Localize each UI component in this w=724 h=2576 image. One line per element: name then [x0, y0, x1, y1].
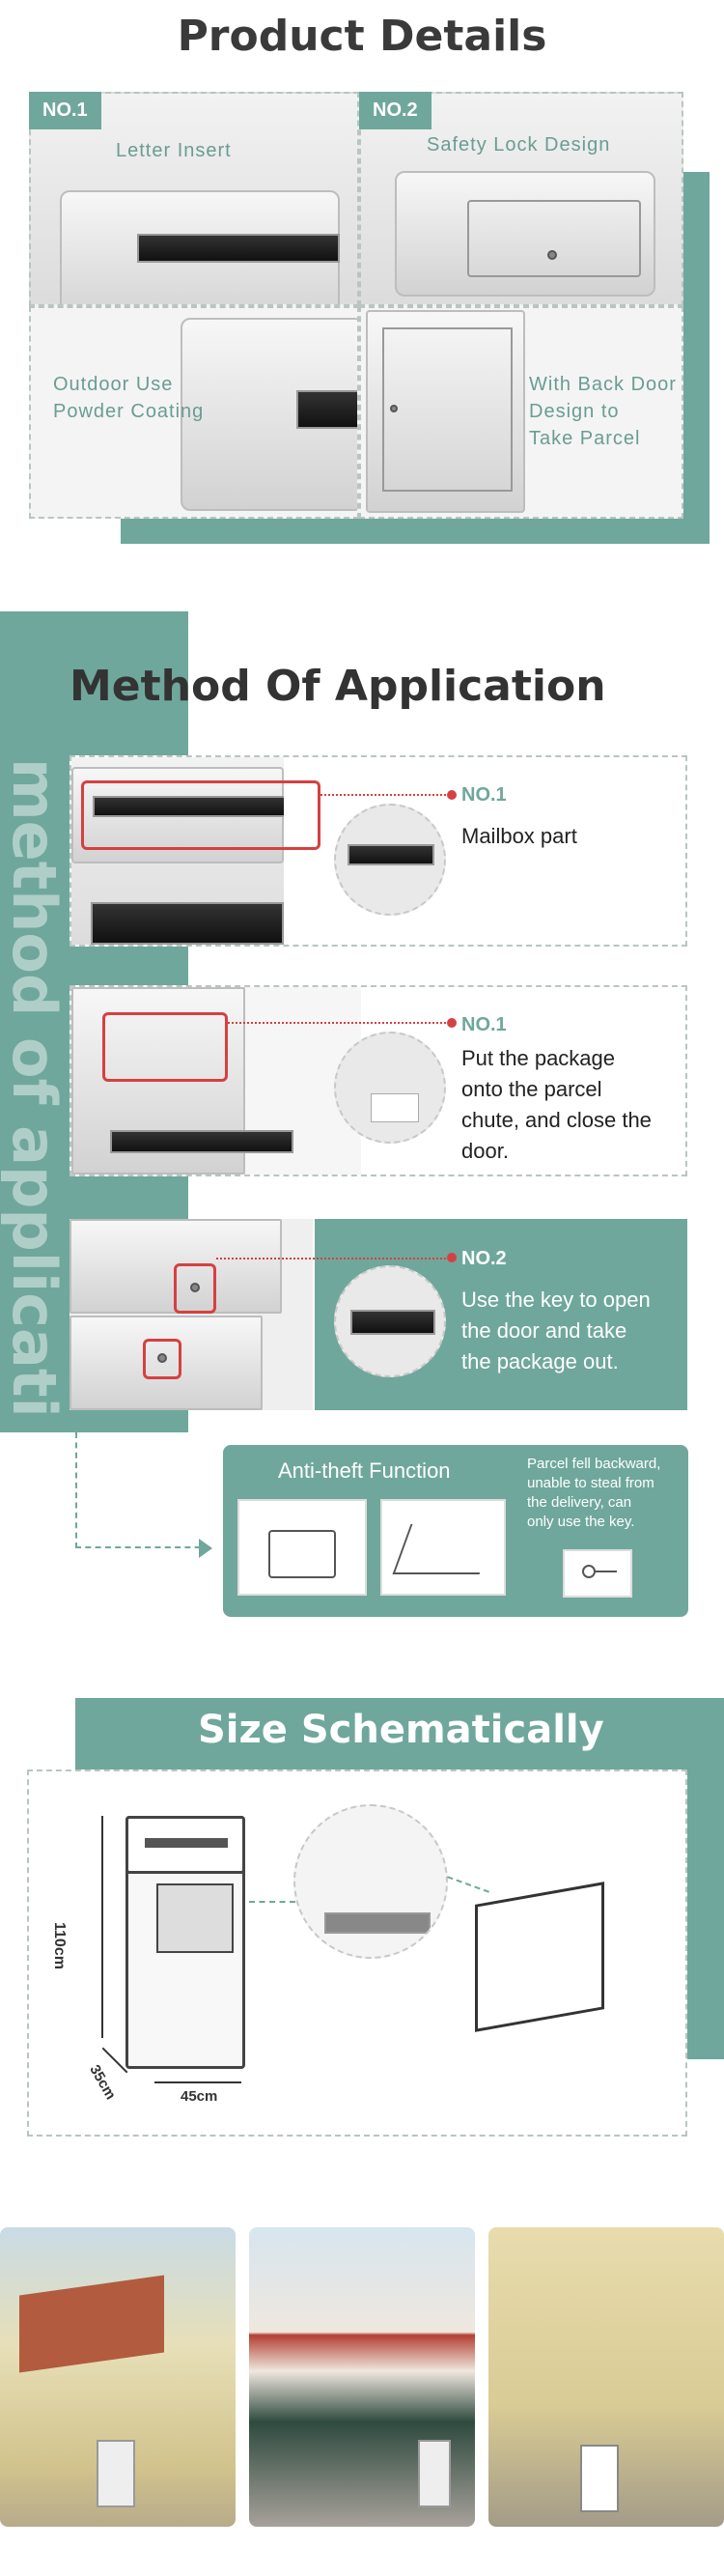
anti-theft-title: Anti-theft Function [278, 1458, 451, 1483]
step-3-photo [70, 1219, 313, 1410]
step-3-text-2: the door and take [461, 1318, 627, 1343]
caption-back-door-1: With Back Door [529, 374, 677, 395]
step-2-text-1: Put the package [461, 1046, 616, 1070]
closeup-parcel [371, 1093, 419, 1122]
lower-key-icon [157, 1353, 167, 1363]
size-side-bar [687, 1769, 724, 2059]
highlight-upper-lock [174, 1263, 216, 1314]
lower-opening [91, 902, 284, 945]
caption-powder-coating: Powder Coating [53, 401, 205, 422]
mailbox-side-illustration [181, 318, 357, 511]
step-2-text-2: onto the parcel [461, 1077, 602, 1101]
step-2-text-4: door. [461, 1139, 509, 1163]
height-dimension-line [101, 1816, 103, 2038]
chute-closeup [293, 1804, 448, 1959]
closeup-open-door [350, 1310, 435, 1335]
method-title: Method Of Application [70, 662, 606, 711]
chute-closeup-door [324, 1912, 431, 1934]
tag-no1: NO.1 [29, 92, 101, 129]
step-1-closeup [334, 804, 446, 916]
caption-outdoor-use: Outdoor Use [53, 374, 174, 395]
anti-theft-connector [75, 1432, 210, 1548]
closeup-slot [348, 844, 434, 865]
step-1-label: NO.1 [461, 784, 507, 806]
caption-letter-insert: Letter Insert [116, 140, 232, 161]
parcel-drawing [475, 1882, 604, 2032]
lock-door [467, 200, 641, 277]
step-3-closeup [334, 1265, 446, 1377]
height-dimension-label: 110cm [51, 1922, 68, 1969]
step-3-text-1: Use the key to open [461, 1288, 651, 1312]
step-2-marker [447, 1018, 457, 1028]
method-vertical-text: method of application [0, 758, 68, 1415]
upper-key-icon [190, 1283, 200, 1292]
step-3-text-3: the package out. [461, 1349, 619, 1373]
step-3-pointer-line [216, 1258, 450, 1260]
anti-theft-note-1: Parcel fell backward, [527, 1456, 661, 1472]
sketch-1-box [268, 1530, 336, 1578]
anti-theft-note-3: the delivery, can [527, 1494, 632, 1511]
mailbox-drawing-panel [156, 1883, 234, 1953]
parcel-chute [110, 1130, 293, 1153]
step-1-marker [447, 790, 457, 800]
anti-theft-note-2: unable to steal from [527, 1475, 654, 1491]
highlight-mail-slot [81, 780, 320, 850]
installation-photo-1 [0, 2227, 236, 2527]
caption-safety-lock: Safety Lock Design [427, 134, 611, 156]
closeup-arrow-left [249, 1901, 295, 1903]
step-1-pointer-line [320, 794, 450, 796]
side-slot [296, 390, 357, 429]
highlight-parcel-chute [102, 1012, 228, 1082]
step-2-closeup [334, 1032, 446, 1144]
detail-panel-safety-lock [359, 92, 683, 306]
step-3-marker [447, 1253, 457, 1262]
size-title: Size Schematically [198, 1708, 604, 1752]
caption-back-door-2: Design to [529, 401, 620, 422]
installation-photo-3 [488, 2227, 724, 2527]
mailbox-drawing-slot [145, 1838, 228, 1848]
step-3-label: NO.2 [461, 1248, 507, 1269]
letter-slot [137, 234, 340, 263]
sketch-2-lines [392, 1524, 498, 1574]
keyhole-icon [547, 250, 557, 260]
tag-no2: NO.2 [359, 92, 432, 129]
mail-slot [93, 796, 284, 817]
caption-back-door-3: Take Parcel [529, 428, 641, 449]
width-dimension-line [154, 2081, 241, 2083]
installation-photo-2 [249, 2227, 475, 2527]
highlight-lower-lock [143, 1339, 181, 1379]
anti-theft-sketch-1 [237, 1499, 367, 1596]
step-2-label: NO.1 [461, 1014, 507, 1035]
product-details-title: Product Details [177, 12, 547, 61]
back-door [382, 327, 513, 492]
step-1-text: Mailbox part [461, 824, 577, 848]
step-2-pointer-line [228, 1022, 450, 1024]
keys-icon [563, 1549, 632, 1598]
back-door-keyhole-icon [390, 405, 398, 412]
detail-panel-back-door [359, 306, 683, 519]
width-dimension-label: 45cm [181, 2088, 218, 2105]
connector-arrow-icon [199, 1539, 212, 1558]
step-2-text-3: chute, and close the [461, 1108, 652, 1132]
anti-theft-note-4: only use the key. [527, 1514, 635, 1530]
anti-theft-sketch-2 [380, 1499, 506, 1596]
detail-panel-powder-coating [29, 306, 359, 519]
lower-compartment [70, 1316, 263, 1410]
size-header-bar [75, 1698, 724, 1769]
